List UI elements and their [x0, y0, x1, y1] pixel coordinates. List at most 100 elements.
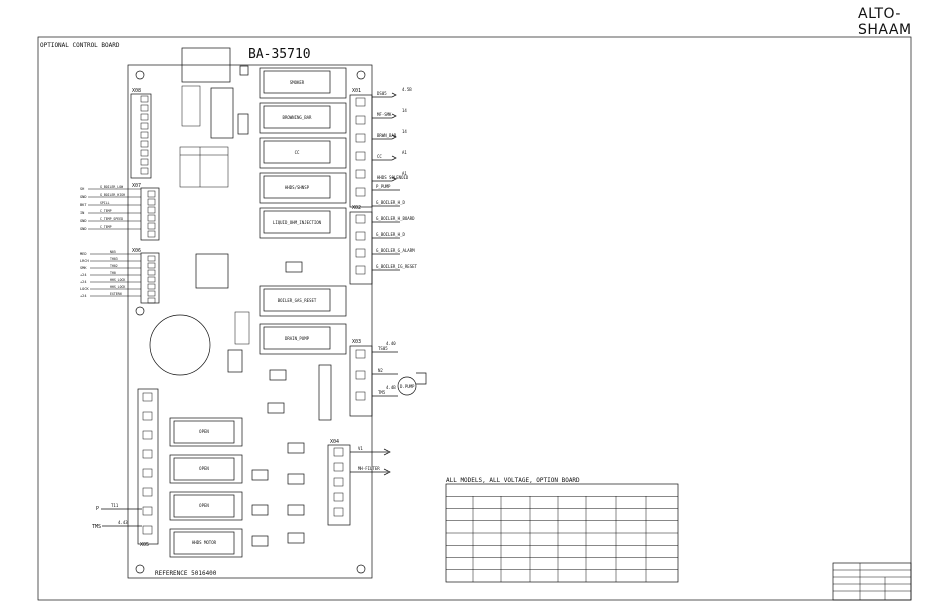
x07-wire-tag: GND [80, 227, 87, 231]
lower-output-label: G_BOILER_IG_RESET [376, 264, 418, 269]
x03-output-wire: 4.4B [386, 385, 396, 390]
output-wire: 4.5B [402, 87, 412, 92]
relay-coil [263, 70, 331, 94]
x07-label: X07 [132, 183, 141, 189]
connector-x08 [130, 93, 152, 179]
relay-label: DRAIN_PUMP [285, 336, 310, 341]
bottom-left-tag-2: TMS [92, 524, 101, 530]
x06-label: X06 [132, 248, 141, 254]
output-label: DS05 [377, 91, 387, 96]
x04-label: X04 [330, 439, 339, 445]
relay-coil [173, 420, 235, 444]
lower-output-label: G_BOILER_H_BOARD [376, 216, 415, 221]
x06-wire-tag: LOCK [80, 287, 89, 291]
output-wire: A1 [402, 171, 407, 176]
relay-coil [263, 105, 331, 129]
lower-output-label: P_PUMP [376, 184, 391, 189]
connector-x06 [140, 252, 160, 304]
relay-coil [263, 210, 331, 234]
pump-label: D.PUMP [400, 384, 415, 389]
relay-outer [259, 102, 347, 134]
relay-outer [169, 454, 243, 484]
output-label: MF-SMK [377, 112, 392, 117]
x03-output-label: N2 [378, 368, 383, 373]
relay-coil [263, 175, 331, 199]
connector-x02 [349, 211, 373, 285]
lower-output-label: G_BOILER_H_D [376, 232, 405, 237]
x02-label: X02 [352, 205, 361, 211]
x06-wire-label: TH0 [110, 271, 116, 275]
x06-wire-label: N05 [110, 250, 116, 254]
dip-switch [210, 87, 234, 139]
reference-number: REFERENCE 5016400 [155, 570, 217, 577]
chip-array [181, 85, 201, 127]
relay-outer [259, 67, 347, 99]
output-label: BRWN_BAR [377, 133, 397, 138]
relay-coil [263, 140, 331, 164]
connector-x07 [140, 187, 160, 241]
bottom-left-label-1: T11 [111, 503, 119, 508]
x06-wire-tag: LRCH [80, 259, 89, 263]
relay-outer [259, 137, 347, 169]
board-id: BA-35710 [248, 47, 311, 62]
x07-wire-label: C_TEMP_SPEED [100, 217, 123, 221]
x05-label: X05 [140, 542, 149, 548]
relay-label: LIQUID_OHM_INJECTION [273, 220, 322, 225]
lower-output-label: G_BOILER_G_ALARM [376, 248, 415, 253]
relay-coil [173, 531, 235, 555]
relay-coil [263, 326, 331, 350]
x07-wire-label: C_TEMP [100, 209, 112, 213]
relay-outer [259, 323, 347, 355]
x08-label: X08 [132, 88, 141, 94]
config-table [179, 146, 229, 188]
x01-label: X01 [352, 88, 361, 94]
x07-wire-label: G_BOILER_HIGH [100, 193, 125, 197]
x03-output-label: TM5 [378, 390, 386, 395]
board-header-block [181, 47, 231, 83]
relay-label: HHDS/SHNSP [285, 185, 310, 190]
buzzer [149, 314, 211, 376]
x07-wire-tag: BKT [80, 203, 87, 207]
connector-x01 [349, 94, 373, 208]
x06-wire-tag: +24 [80, 273, 87, 277]
relay-outer [259, 207, 347, 239]
relay-label: OPEN [199, 429, 209, 434]
relay-label: SMOKER [290, 80, 305, 85]
relay-label: OPEN [199, 503, 209, 508]
microcontroller [195, 253, 229, 289]
pump-symbol [397, 376, 417, 396]
output-label: CC [377, 154, 382, 159]
relay-label: BOILER_GAS_RESET [278, 298, 317, 303]
relay-outer [169, 417, 243, 447]
bottom-left-tag-1: P [96, 506, 99, 512]
bottom-left-label-2: 4.43 [118, 520, 128, 525]
x06-wire-tag: MED [80, 252, 87, 256]
connector-x05 [137, 388, 159, 545]
relay-coil [173, 457, 235, 481]
relay-outer [259, 172, 347, 204]
x03-output-wire: 4.40 [386, 341, 396, 346]
x07-wire-tag: GND [80, 219, 87, 223]
relay-label: HHDS MOTOR [192, 540, 217, 545]
output-wire: 14 [402, 108, 407, 113]
drawing-frame [37, 36, 912, 601]
x06-wire-label: TH02 [110, 264, 118, 268]
relay-outer [169, 528, 243, 558]
x04-output-label: V1 [358, 446, 363, 451]
title-block [832, 562, 912, 601]
lower-output-label: G_BOILER_H_D [376, 200, 405, 205]
connector-x03 [349, 345, 373, 417]
output-wire: 14 [402, 129, 407, 134]
x07-wire-label: G_BOILER_LOW [100, 185, 123, 189]
x06-wire-tag: SMK [80, 266, 87, 270]
x03-label: X03 [352, 339, 361, 345]
section-label: OPTIONAL CONTROL BOARD [40, 42, 120, 49]
x07-wire-tag: SH [80, 187, 84, 191]
brand-logo: ALTO-SHAAM [858, 6, 912, 38]
relay-outer [169, 491, 243, 521]
x06-wire-tag: +24 [80, 294, 87, 298]
relay-coil [263, 288, 331, 312]
x06-wire-label: TH03 [110, 257, 118, 261]
x03-output-label: TS05 [378, 346, 388, 351]
x07-wire-label: SPILL [100, 201, 110, 205]
